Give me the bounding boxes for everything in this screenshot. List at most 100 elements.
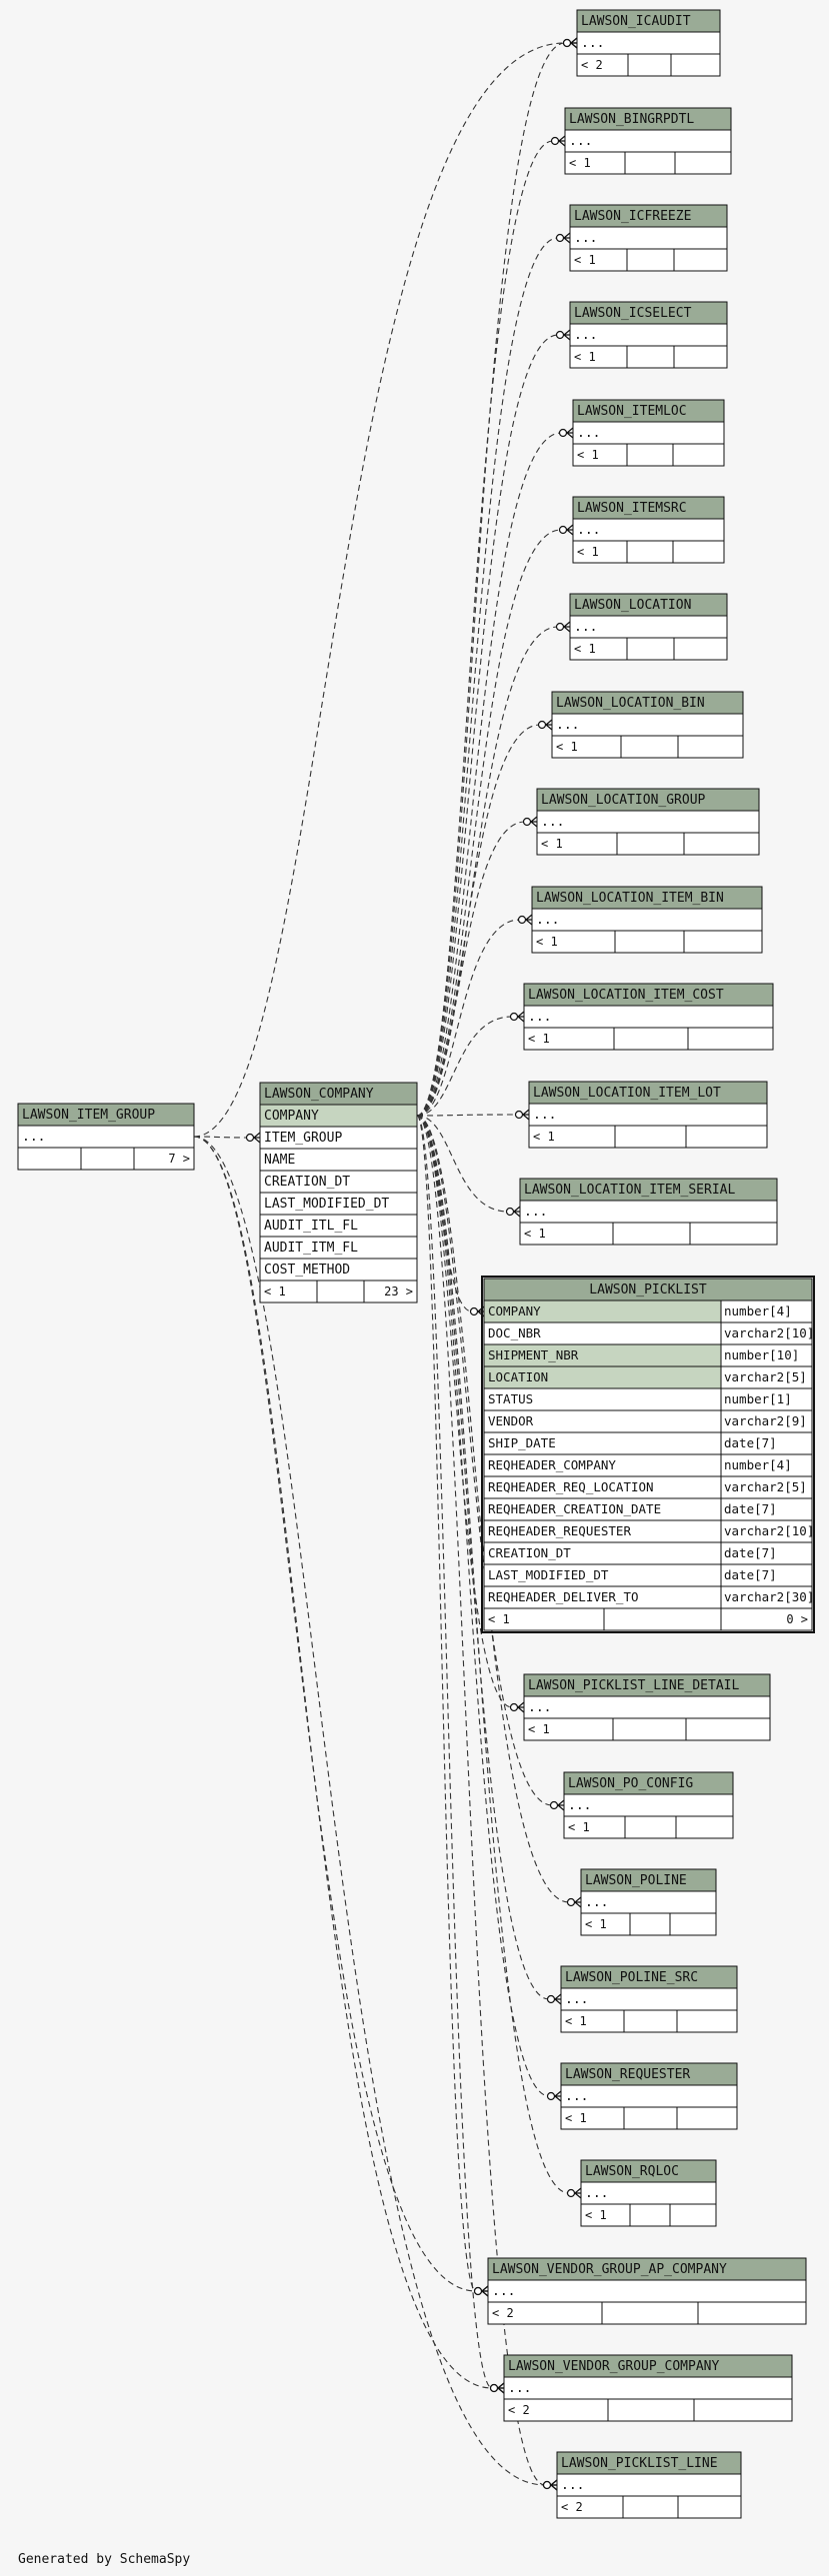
table-lawson-icaudit: LAWSON_ICAUDIT...< 2 [576, 9, 721, 77]
table-title: LAWSON_REQUESTER [565, 2067, 690, 2082]
parent-count-label: < 1 [541, 837, 563, 851]
optional-marker [562, 38, 572, 48]
column-label: ITEM_GROUP [264, 1131, 342, 1146]
child-count-label: 23 > [384, 1285, 413, 1298]
relationship-line [416, 1115, 570, 1903]
edge-company-to-lawson-poline-src [416, 1115, 562, 2005]
table-lawson-location-bin: LAWSON_LOCATION_BIN...< 1 [551, 691, 744, 759]
parent-count-label: < 1 [574, 253, 596, 267]
column-label: NAME [264, 1153, 295, 1168]
parent-count-label: < 1 [574, 642, 596, 656]
relationship-line [193, 1136, 493, 2389]
column-label: AUDIT_ITM_FL [264, 1241, 358, 1256]
table-title: LAWSON_PICKLIST_LINE_DETAIL [528, 1678, 739, 1693]
optional-marker [555, 233, 565, 243]
column-label: ... [565, 1992, 588, 2007]
table-title: LAWSON_ICAUDIT [581, 14, 691, 29]
parent-count-label: < 1 [528, 1722, 550, 1736]
edge-company-to-lawson-po-config [416, 1115, 565, 1811]
column-type: varchar2[5] [724, 1479, 807, 1494]
table-title: LAWSON_LOCATION_ITEM_COST [528, 988, 724, 1003]
table-footer [560, 2106, 738, 2130]
table-footer [503, 2398, 793, 2422]
column-type: varchar2[10] [724, 1325, 814, 1340]
column-label: ... [492, 2284, 515, 2299]
table-footer [580, 2203, 717, 2227]
table-footer [536, 832, 760, 856]
crows-foot-marker [525, 914, 533, 926]
column-label: ... [569, 134, 592, 149]
table-lawson-poline-src: LAWSON_POLINE_SRC...< 1 [560, 1965, 738, 2033]
relationship-line [416, 1115, 477, 2292]
column-type: number[10] [724, 1347, 799, 1362]
edge-item-group-to-lawson-icaudit [193, 37, 578, 1138]
column-label: CREATION_DT [488, 1545, 571, 1560]
table-title: LAWSON_RQLOC [585, 2164, 679, 2179]
relationship-line [193, 1136, 477, 2292]
table-title: LAWSON_ICSELECT [574, 306, 692, 321]
table-footer [576, 53, 721, 77]
parent-count-label: < 1 [574, 350, 596, 364]
crows-foot-marker [497, 2382, 505, 2394]
table-footer [523, 1027, 774, 1051]
column-label: VENDOR [488, 1413, 534, 1428]
table-lawson-icselect: LAWSON_ICSELECT...< 1 [569, 301, 728, 369]
parent-count-label: < 1 [528, 1032, 550, 1046]
table-lawson-icfreeze: LAWSON_ICFREEZE...< 1 [569, 204, 728, 272]
table-footer [519, 1222, 778, 1246]
table-lawson-vendor-group-ap-company: LAWSON_VENDOR_GROUP_AP_COMPANY...< 2 [487, 2257, 807, 2325]
table-row [503, 2376, 793, 2400]
relationship-line [416, 821, 526, 1117]
column-label: ... [528, 1700, 551, 1715]
crows-foot-marker [513, 1206, 521, 1218]
edge-company-to-lawson-itemsrc [416, 524, 574, 1117]
edge-company-to-lawson-icaudit [416, 37, 578, 1117]
column-type: varchar2[10] [724, 1523, 814, 1538]
column-label: ... [528, 1010, 551, 1025]
column-type: number[1] [724, 1391, 792, 1406]
optional-marker [509, 1702, 519, 1712]
table-row [523, 1005, 774, 1029]
parent-count-label: < 1 [533, 1130, 555, 1144]
tables-layer: LAWSON_ITEM_GROUP...7 >LAWSON_COMPANYCOM… [17, 9, 815, 2519]
column-label: ... [568, 1798, 591, 1813]
table-lawson-vendor-group-company: LAWSON_VENDOR_GROUP_COMPANY...< 2 [503, 2354, 793, 2422]
table-title: LAWSON_LOCATION [574, 598, 691, 613]
table-footer [523, 1717, 771, 1741]
column-label: ... [508, 2381, 531, 2396]
parent-count-label: < 1 [565, 2111, 587, 2125]
table-title: LAWSON_PICKLIST_LINE [561, 2456, 718, 2471]
table-footer [580, 1912, 717, 1936]
column-label: ... [565, 2089, 588, 2104]
crows-foot-marker [554, 1993, 562, 2005]
crows-foot-marker [574, 2187, 582, 2199]
edge-item-group-to-lawson-vendor-group-ap-company [193, 1136, 489, 2297]
crows-foot-marker [570, 37, 578, 49]
table-footer [563, 1815, 734, 1839]
edge-company-to-lawson-bingrpdtl [416, 135, 566, 1117]
optional-marker [549, 1800, 559, 1810]
parent-count-label: < 1 [577, 448, 599, 462]
crows-foot-marker [545, 719, 553, 731]
table-footer [551, 735, 744, 759]
column-label: ... [22, 1130, 45, 1145]
table-title: LAWSON_LOCATION_ITEM_BIN [536, 891, 724, 906]
column-label: SHIP_DATE [488, 1435, 556, 1450]
column-label: REQHEADER_REQUESTER [488, 1523, 631, 1538]
table-row [523, 1695, 771, 1719]
table-lawson-itemloc: LAWSON_ITEMLOC...< 1 [572, 399, 725, 467]
column-type: varchar2[9] [724, 1413, 807, 1428]
edge-item-group-to-lawson-picklist-line [193, 1136, 558, 2491]
table-footer [572, 540, 725, 564]
relationship-line [416, 1114, 518, 1117]
column-label: LAST_MODIFIED_DT [264, 1197, 389, 1212]
optional-marker [558, 428, 568, 438]
optional-marker [514, 1110, 524, 1120]
table-title: LAWSON_LOCATION_ITEM_LOT [533, 1086, 721, 1101]
table-lawson-bingrpdtl: LAWSON_BINGRPDTL...< 1 [564, 107, 732, 175]
parent-count-label: < 1 [264, 1285, 286, 1298]
edge-company-to-lawson-location-group [416, 816, 538, 1117]
optional-marker [473, 2286, 483, 2296]
relationship-line [416, 1115, 553, 1806]
column-label: ... [581, 36, 604, 51]
